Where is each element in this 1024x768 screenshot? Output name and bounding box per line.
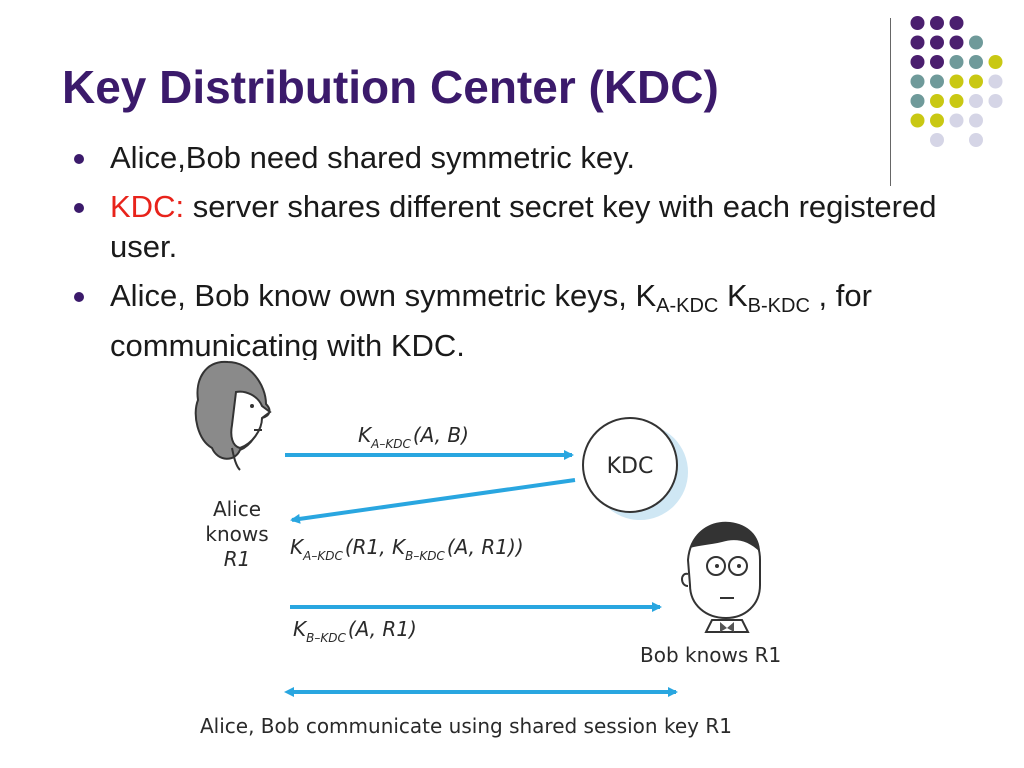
decorative-dot — [949, 35, 964, 50]
bullet-text: server shares different secret key with … — [110, 189, 937, 264]
kdc-node — [582, 417, 678, 513]
bullet-item-2: KDC: server shares different secret key … — [70, 187, 990, 267]
decorative-dot — [949, 74, 964, 89]
subscript-a-kdc: A-KDC — [656, 295, 719, 317]
subscript-b-kdc: B-KDC — [747, 295, 810, 317]
decorative-dot — [969, 74, 983, 89]
decorative-dot — [969, 113, 983, 128]
bullet-item-1: Alice,Bob need shared symmetric key. — [70, 138, 990, 178]
decorative-dot — [949, 16, 964, 30]
session-key-caption: Alice, Bob communicate using shared sess… — [200, 714, 732, 738]
alice-knows-line3: R1 — [224, 547, 251, 571]
decorative-dot — [969, 55, 983, 69]
decorative-dot — [910, 35, 925, 50]
decorative-dot — [930, 74, 944, 89]
bullet-item-3: Alice, Bob know own symmetric keys, KA-K… — [70, 276, 990, 360]
bullet-highlight: KDC: — [110, 189, 185, 224]
bullet-text: Alice,Bob need shared symmetric key. — [110, 140, 635, 175]
bob-knows-label: Bob knows R1 — [640, 643, 781, 667]
decorative-dot — [969, 94, 983, 108]
decorative-dot — [949, 113, 964, 128]
decorative-dot — [930, 94, 944, 108]
decorative-dot — [969, 35, 983, 50]
bullet-text-pre: Alice, Bob know own symmetric keys, K — [110, 278, 657, 313]
alice-knows-line1: Alice — [213, 497, 261, 521]
bullet-text-mid: K — [718, 278, 748, 313]
bob-face-icon — [681, 521, 761, 633]
decorative-dot — [969, 133, 983, 147]
decorative-dot — [930, 55, 944, 69]
decorative-dot — [910, 113, 925, 128]
decorative-dot — [910, 74, 925, 89]
kdc-label: KDC — [607, 454, 654, 479]
decorative-dot — [949, 55, 964, 69]
decorative-dot — [930, 133, 944, 147]
divider-line — [890, 18, 891, 186]
msg1-label: KA–KDC(A, B) — [358, 423, 469, 451]
msg2-label: KA–KDC(R1, KB–KDC(A, R1)) — [290, 535, 524, 563]
decorative-dot — [910, 94, 925, 108]
decorative-dot — [930, 16, 944, 30]
bullet-text-post: , for communicating with KDC. — [110, 278, 872, 360]
decorative-dot-grid — [910, 16, 1003, 147]
msg3-label: KB–KDC(A, R1) — [293, 617, 417, 645]
decorative-dot — [910, 16, 925, 30]
decorative-dot — [988, 94, 1003, 108]
decorative-dot — [988, 74, 1003, 89]
decorative-dot — [949, 94, 964, 108]
decorative-dot — [910, 55, 925, 69]
arrow-kdc-to-alice — [290, 478, 576, 524]
alice-face-icon — [194, 360, 272, 471]
decorative-dot — [988, 55, 1003, 69]
slide-title: Key Distribution Center (KDC) — [62, 61, 719, 113]
bullet-list: Alice,Bob need shared symmetric key. KDC… — [70, 138, 990, 360]
alice-knows-line2: knows — [205, 522, 268, 546]
decorative-dot — [930, 35, 944, 50]
decorative-dot — [930, 113, 944, 128]
